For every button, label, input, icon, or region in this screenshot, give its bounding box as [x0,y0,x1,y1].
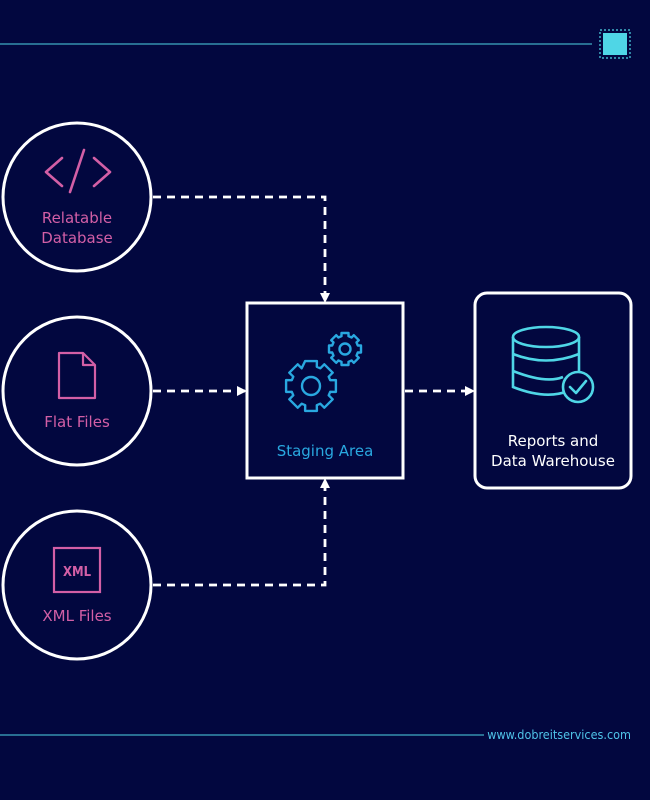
gears-icon [284,331,363,413]
source-node-relatable-database [1,121,153,273]
footer-url[interactable]: www.dobreitservices.com [487,727,631,742]
source-label-xml-files: XML Files [42,607,112,625]
connector-database-to-staging [153,195,330,303]
code-icon [44,148,112,194]
destination-label-line2: Data Warehouse [491,452,615,470]
source-node-flat-files [1,315,153,467]
staging-area-label: Staging Area [276,442,374,460]
xml-icon-text: XML [63,565,92,580]
source-label-line2: Database [41,229,113,247]
destination-label-line1: Reports and [507,432,599,450]
source-node-xml-files [1,509,153,661]
chip-icon [599,29,631,59]
database-check-icon [511,325,595,404]
source-label-relatable-database: Relatable Database [17,208,137,248]
xml-icon: XML [52,546,102,594]
source-label-flat-files: Flat Files [44,413,110,431]
destination-label: Reports and Data Warehouse [475,431,631,471]
source-label-line1: Relatable [41,209,113,227]
connector-xml-to-staging [153,478,330,587]
file-icon [57,351,97,400]
destination-box [473,291,633,490]
